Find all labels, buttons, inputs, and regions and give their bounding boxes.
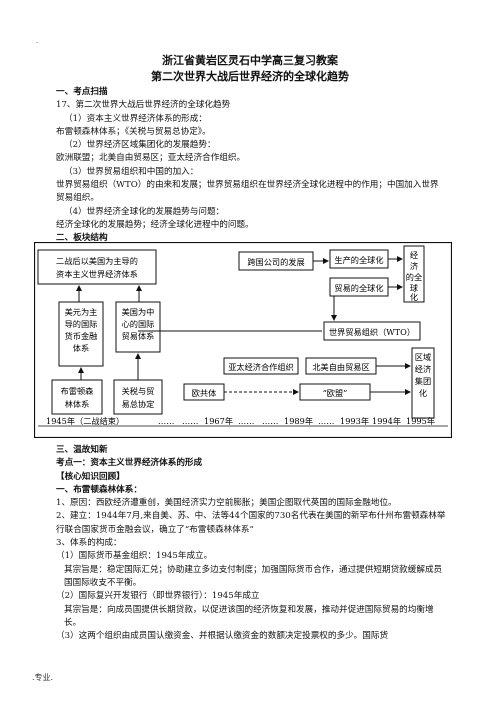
regional-char: 区域 bbox=[415, 352, 431, 362]
text-line: （2）世界经济区域集团化的发展趋势： bbox=[64, 140, 216, 151]
text-line: 1、原因：西欧经济遭重创，美国经济实力空前膨胀；美国企图取代英国的国际金融地位。 bbox=[56, 498, 397, 509]
top-dot: . bbox=[36, 37, 39, 45]
text-line: （4）世界经济全球化的发展趋势与问题： bbox=[64, 206, 225, 217]
trade-box-line: 贸易体系 bbox=[122, 331, 155, 341]
text-line: 其宗旨是：向成员国提供长期贷款，以促进该国的经济恢复和发展，推动并促进国际贸易的… bbox=[64, 604, 434, 628]
text-line: 其宗旨是：稳定国际汇兑；协助建立多边支付制度；加强国际货币合作，通过提供短期贷款… bbox=[64, 564, 443, 588]
econ-global-char: 球 bbox=[410, 283, 418, 293]
wto-box: 世界贸易组织（WTO） bbox=[329, 327, 415, 337]
timeline-1945: 1945年（二战结束） bbox=[46, 416, 124, 426]
imf-box-line: 美元为主 bbox=[65, 307, 98, 317]
gatt-box-line: 易总协定 bbox=[122, 399, 155, 409]
text-line: （1）国际货币基金组织：1945年成立。 bbox=[56, 551, 213, 562]
trade-global-box: 贸易的全球化 bbox=[334, 283, 383, 293]
review-heading: 【核心知识回顾】 bbox=[56, 471, 125, 482]
gatt-box-line: 关税与贸 bbox=[122, 386, 155, 396]
section-exam-scan: 一、考点扫描 17、第二次世界大战后世界经济的全球化趋势 （1）资本主义世界经济… bbox=[56, 86, 446, 246]
econ-global-char: 济 bbox=[410, 261, 418, 271]
text-line: 经济全球化的发展趋势；经济全球化进程中的问题。 bbox=[56, 219, 254, 230]
text-line: 布雷顿森林体系；《关税与贸易总协定》。 bbox=[56, 126, 211, 137]
text-line: （1）资本主义世界经济体系的形成： bbox=[64, 113, 207, 124]
timeline-ellipsis: …… bbox=[182, 416, 198, 426]
nafta-box: 北美自由贸易区 bbox=[312, 362, 369, 372]
bretton-box-line: 布雷顿森 bbox=[61, 386, 95, 396]
section-heading: 三、温故知新 bbox=[56, 445, 108, 455]
timeline-1989: 1989年 bbox=[284, 416, 313, 426]
regional-char: 经济 bbox=[415, 364, 431, 374]
imf-box-line: 体系 bbox=[73, 343, 89, 353]
text-line: （2）国际复兴开发银行（即世界银行）：1945年成立 bbox=[56, 591, 260, 602]
timeline-ellipsis: …… bbox=[318, 416, 334, 426]
timeline-1995: 1995年 bbox=[406, 416, 435, 426]
timeline-1967: 1967年 bbox=[204, 416, 233, 426]
text-line: 世界贸易组织（WTO）的由来和发展；世界贸易组织在世界经济全球化进程中的作用；中… bbox=[56, 180, 439, 204]
multinational-box: 跨国公司的发展 bbox=[247, 257, 304, 267]
exam-point: 考点一：资本主义世界经济体系的形成 bbox=[56, 458, 203, 469]
document-title: 浙江省黄岩区灵石中学高三复习教案 bbox=[162, 54, 338, 67]
subsection-heading: 一、布雷顿森林体系： bbox=[56, 484, 142, 495]
section-heading: 二、板块结构 bbox=[56, 233, 108, 244]
regional-char: 集团 bbox=[415, 376, 431, 386]
ec-box: 欧共体 bbox=[192, 388, 217, 398]
text-line: 3、体系的构成： bbox=[56, 538, 122, 549]
text-line: 17、第二次世界大战后世界经济的全球化趋势 bbox=[56, 100, 231, 111]
eu-box: “欧盟” bbox=[323, 388, 348, 398]
timeline-ellipsis: …… bbox=[158, 416, 174, 426]
apec-box: 亚太经济合作组织 bbox=[228, 362, 294, 372]
production-global-box: 生产的全球化 bbox=[334, 255, 383, 265]
timeline-ellipsis: …… bbox=[238, 416, 254, 426]
timeline-ellipsis: …… bbox=[262, 416, 278, 426]
econ-global-char: 的全 bbox=[406, 272, 422, 282]
box-postwar-system-line1: 二战后以美国为主导的 bbox=[56, 256, 138, 266]
econ-global-char: 经 bbox=[410, 250, 418, 260]
box-postwar-system-line2: 资本主义世界经济体系 bbox=[56, 269, 138, 279]
footer: .专业. bbox=[32, 673, 54, 682]
structure-diagram: 二战后以美国为主导的 资本主义世界经济体系 美元为主 导的国际 货币金融 体系 … bbox=[34, 242, 452, 438]
document-subtitle: 第二次世界大战后世界经济的全球化趋势 bbox=[151, 70, 349, 83]
trade-box-line: 心的国际 bbox=[122, 319, 155, 329]
regional-char: 化 bbox=[419, 388, 427, 398]
text-line: （3）世界贸易组织和中国的加入： bbox=[64, 166, 199, 177]
bretton-box-line: 林体系 bbox=[65, 399, 90, 409]
timeline-1994: 1994年 bbox=[372, 416, 401, 426]
timeline-1993: 1993年 bbox=[340, 416, 369, 426]
text-line: 欧洲联盟；北美自由贸易区；亚太经济合作组织。 bbox=[56, 153, 246, 164]
section-review: 三、温故知新 考点一：资本主义世界经济体系的形成 【核心知识回顾】 一、布雷顿森… bbox=[56, 444, 446, 643]
trade-box-line: 美国为中 bbox=[122, 307, 155, 317]
imf-box-line: 货币金融 bbox=[65, 331, 98, 341]
section-heading: 一、考点扫描 bbox=[56, 87, 108, 97]
econ-global-char: 化 bbox=[410, 292, 418, 302]
text-line: 2、建立：1944年7月,来自美、苏、中、法等44个国家的730名代表在美国的新… bbox=[56, 511, 446, 535]
imf-box-line: 导的国际 bbox=[65, 319, 98, 329]
text-line: （3）这两个组织由成员国认缴资金、并根据认缴资金的数额决定投票权的多少。国际货 bbox=[56, 631, 389, 642]
